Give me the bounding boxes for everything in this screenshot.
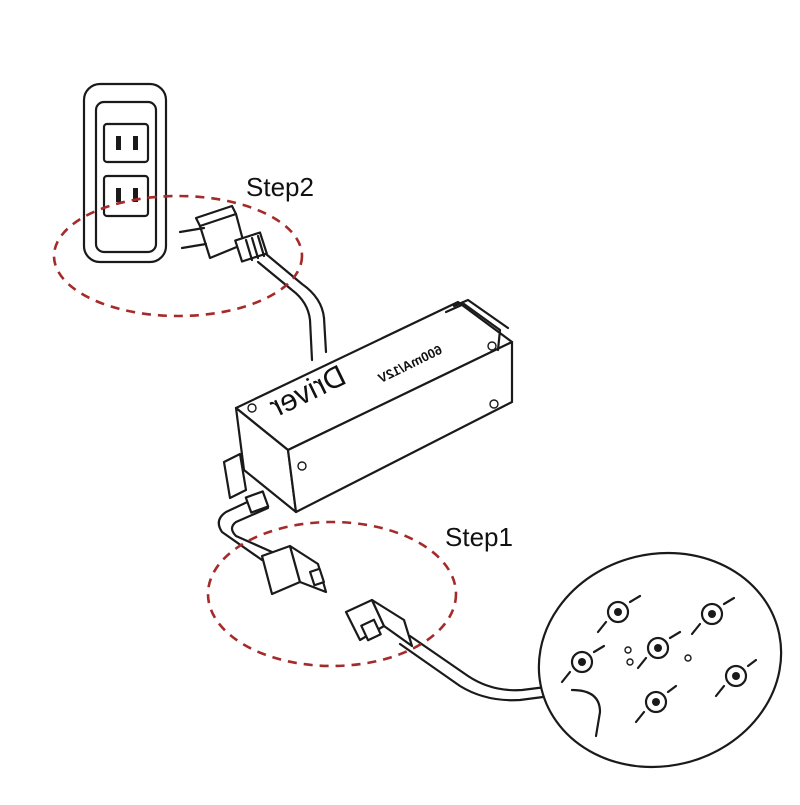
led-chip [560, 644, 606, 684]
dc-cable [217, 490, 274, 562]
led-chip [634, 684, 678, 724]
wall-outlet-icon [82, 82, 168, 264]
led-chip [596, 594, 642, 634]
connector-icon [260, 544, 328, 596]
led-chip [714, 658, 758, 698]
step1-label: Step1 [445, 522, 513, 552]
led-chip [636, 630, 682, 670]
plug-icon [178, 204, 268, 263]
led-chip [690, 596, 736, 636]
step2-label: Step2 [246, 172, 314, 202]
step2-highlight [52, 194, 304, 318]
led-connector-icon [344, 598, 414, 648]
led-board-icon [537, 551, 783, 769]
driver-box-icon [222, 298, 514, 514]
step1-highlight [206, 520, 458, 668]
ac-cable [256, 252, 328, 362]
